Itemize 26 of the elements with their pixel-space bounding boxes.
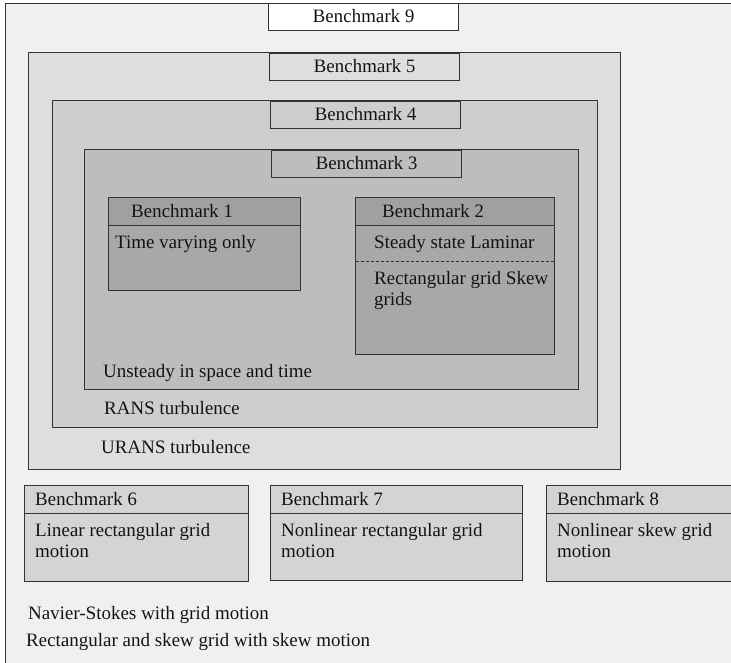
description-text: RANS turbulence	[104, 397, 240, 421]
benchmark-panel	[24, 485, 249, 582]
benchmark-panel	[108, 197, 301, 291]
benchmark-panel	[270, 485, 523, 581]
description-text: Nonlinear skew grid motion	[556, 519, 714, 564]
benchmark-panel	[546, 485, 731, 582]
benchmark-panel	[52, 100, 598, 428]
description-text: Time varying only	[114, 231, 257, 255]
benchmark-title: Benchmark 4	[270, 101, 461, 129]
benchmark-title: Benchmark 3	[271, 150, 462, 178]
description-text: Unsteady in space and time	[103, 360, 312, 384]
description-text: Steady state Laminar	[373, 231, 536, 255]
benchmark-title: Benchmark 5	[269, 53, 460, 81]
benchmark-panel	[28, 52, 621, 470]
description-text: Rectangular and skew grid with skew motion	[26, 629, 370, 653]
description-text: Linear rectangular grid motion	[34, 519, 212, 564]
benchmark-title: Benchmark 1	[109, 198, 300, 226]
description-text: URANS turbulence	[101, 436, 250, 460]
description-text: Nonlinear rectangular grid motion	[280, 519, 484, 564]
benchmark-panel	[355, 197, 555, 355]
benchmark-panel	[5, 3, 731, 663]
description-text: Rectangular grid Skew grids	[373, 267, 550, 312]
benchmark-panel	[84, 149, 579, 390]
description-text: Navier-Stokes with grid motion	[28, 602, 269, 626]
benchmark-title: Benchmark 2	[356, 198, 554, 226]
benchmark-title: Benchmark 9	[268, 3, 459, 31]
